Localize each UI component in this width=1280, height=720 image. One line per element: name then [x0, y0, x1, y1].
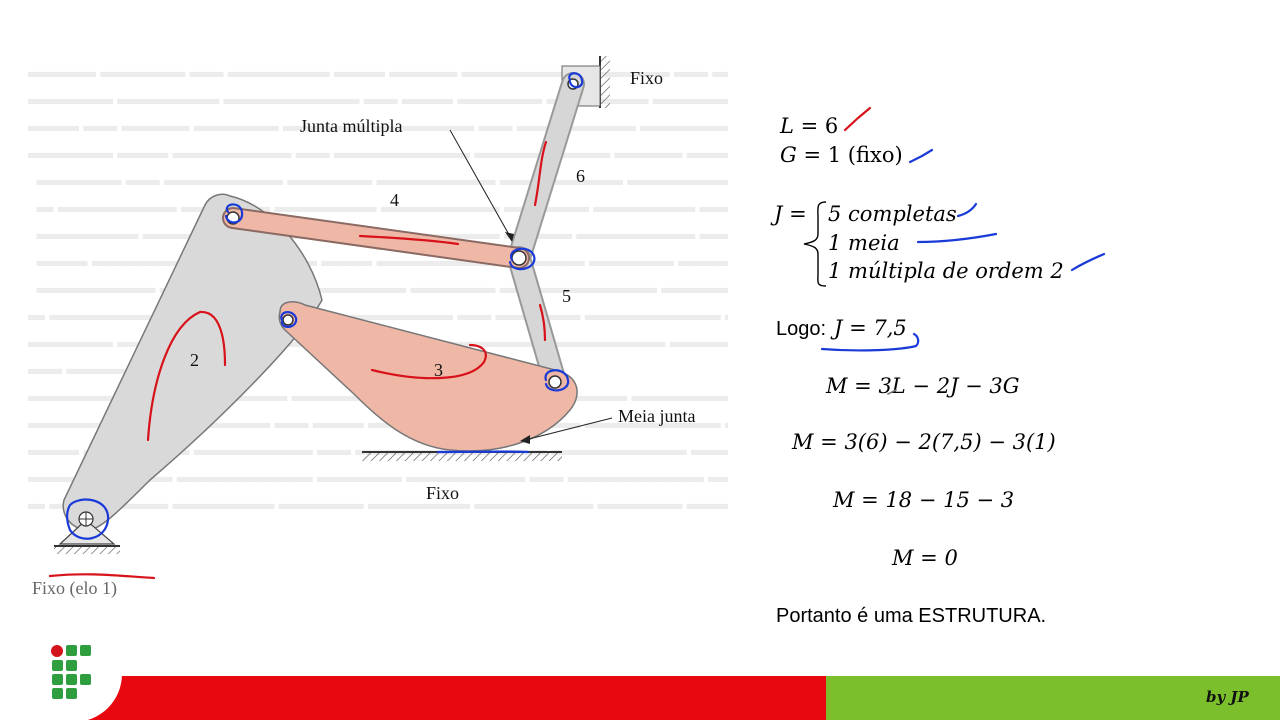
label-fixo-bottom: Fixo	[426, 483, 460, 503]
eq-M-1: M = 3L − 2J − 3G	[826, 374, 1020, 398]
eq-J-item-3: 1 múltipla de ordem 2	[828, 259, 1064, 283]
label-meia-junta: Meia junta	[618, 406, 696, 426]
label-link-4: 4	[390, 190, 399, 210]
ground-bottom	[362, 451, 562, 461]
leader-junta-multipla	[449, 129, 513, 241]
label-link-2: 2	[190, 350, 199, 370]
leader-meia-junta	[524, 417, 613, 441]
label-link-5: 5	[562, 286, 571, 306]
author-signature: by JP	[1206, 688, 1249, 706]
label-link-3: 3	[434, 360, 443, 380]
conclusion-text: Portanto é uma ESTRUTURA.	[776, 605, 1047, 627]
brace-icon	[803, 201, 827, 287]
eq-J-lhs: J =	[774, 202, 807, 226]
institute-logo-icon	[51, 645, 91, 699]
footer-bar-red	[60, 676, 828, 720]
eq-J-item-1: 5 completas	[828, 202, 957, 226]
logo-prefix: Logo:	[776, 318, 827, 340]
label-fixo-top: Fixo	[630, 68, 664, 88]
eq-M-3: M = 18 − 15 − 3	[833, 488, 1015, 512]
eq-M-2: M = 3(6) − 2(7,5) − 3(1)	[792, 430, 1056, 454]
eq-L: L = 6	[780, 114, 839, 138]
eq-J-item-2: 1 meia	[828, 231, 900, 255]
mechanism-figure	[54, 56, 613, 554]
label-junta-multipla: Junta múltipla	[300, 116, 403, 136]
eq-J-result: J = 7,5	[834, 316, 907, 340]
label-link-6: 6	[576, 166, 585, 186]
eq-G: G = 1 (fixo)	[780, 143, 903, 167]
footer-bar-green	[826, 676, 1280, 720]
label-fixo-elo1: Fixo (elo 1)	[32, 578, 117, 598]
footer-logo-background	[26, 626, 122, 720]
eq-M-4: M = 0	[892, 546, 958, 570]
